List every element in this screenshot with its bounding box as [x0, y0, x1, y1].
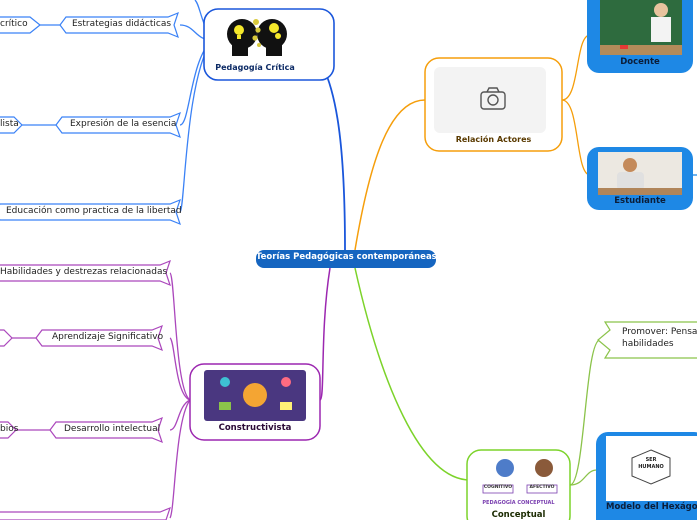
leaf-desarrollo-box[interactable]	[49, 416, 163, 444]
leaf-expresion-box[interactable]	[55, 111, 181, 139]
connector-constructivista	[319, 267, 331, 401]
leaf-critico[interactable]: crítico	[0, 19, 28, 29]
ser-humano-text-2: HUMANO	[638, 464, 664, 470]
leaf-educacion[interactable]: Educación como practica de la libertad	[6, 206, 182, 216]
afectivo-text: AFECTIVO	[529, 485, 555, 490]
leaf-promover-box[interactable]	[597, 321, 697, 359]
leaf-left-aprendizaje-box[interactable]	[0, 329, 13, 347]
leaf-estrategias-box[interactable]	[59, 11, 179, 39]
camera-icon	[480, 87, 506, 110]
leaf-promover-line1[interactable]: Promover: Pensam	[622, 327, 697, 337]
leaf-aprendizaje[interactable]: Aprendizaje Significativo	[52, 332, 164, 342]
pedagogia-conceptual-text: PEDAGOGÍA CONCEPTUAL	[482, 500, 555, 506]
leaf-lista[interactable]: lista	[0, 119, 19, 129]
image-placeholder	[434, 67, 546, 133]
leaf-lista-box[interactable]	[0, 116, 23, 134]
leaf-bios[interactable]: bios	[0, 424, 19, 434]
cognitivo-text: COGNITIVO	[483, 485, 513, 490]
lightbulb-heads-icon	[227, 19, 287, 56]
central-title[interactable]: Teorías Pedagógicas contemporáneas	[256, 252, 437, 262]
hexagon-image	[606, 436, 697, 501]
leaf-desarrollo[interactable]: Desarrollo intelectual	[64, 424, 161, 434]
estudiante-label: Estudiante	[614, 196, 666, 206]
leaf-bios-box[interactable]	[0, 421, 17, 439]
conceptual-label: Conceptual	[491, 510, 546, 520]
central-topic[interactable]	[256, 250, 436, 268]
leaf-educacion-box[interactable]	[0, 198, 181, 226]
connector-relacion	[354, 99, 426, 251]
leaf-habilidades[interactable]: Habilidades y destrezas relacionadas	[0, 267, 168, 277]
ser-humano-text-1: SER	[645, 457, 657, 463]
constructivista-label: Constructivista	[218, 423, 292, 433]
leaf-promover-line2[interactable]: habilidades	[622, 339, 674, 349]
leaf-habilidades-box[interactable]	[0, 259, 171, 287]
leaf-estrategias[interactable]: Estrategias didácticas	[72, 19, 172, 29]
pedagogia-critica-label: Pedagogía Crítica	[215, 63, 295, 72]
relacion-actores-label: Relación Actores	[455, 135, 532, 144]
modelo-hexagonal-label: Modelo del Hexágon	[606, 502, 697, 512]
leaf-critico-box[interactable]	[0, 16, 41, 34]
leaf-aprendizaje-box[interactable]	[35, 324, 163, 352]
docente-label: Docente	[620, 57, 660, 67]
leaf-expresion[interactable]: Expresión de la esencia	[70, 119, 177, 129]
connector-conceptual	[354, 267, 471, 481]
